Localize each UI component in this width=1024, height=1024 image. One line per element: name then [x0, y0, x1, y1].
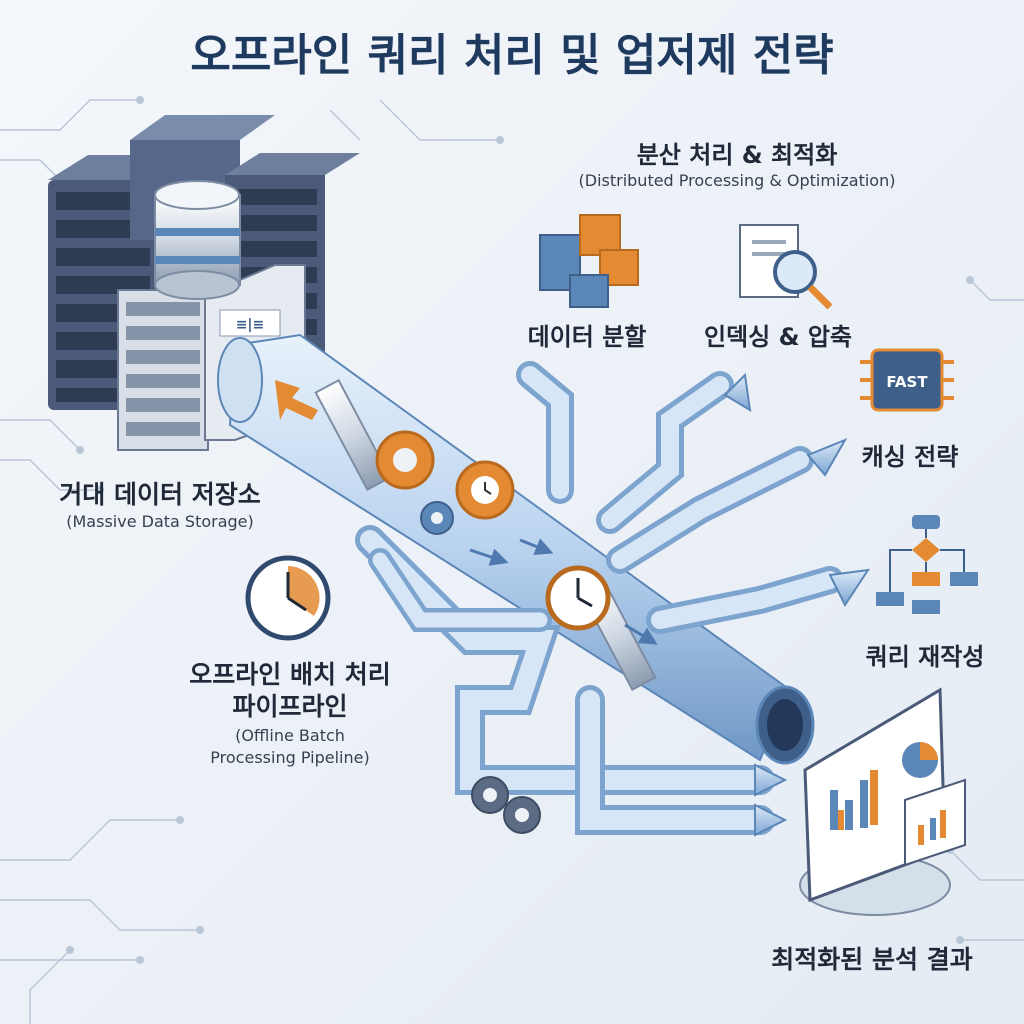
partition-label: 데이터 분할 — [528, 323, 647, 351]
storage-label: 거대 데이터 저장소 — [59, 480, 260, 509]
clock-icon — [245, 555, 611, 641]
flowchart-icon — [876, 515, 978, 614]
reuse-label: 쿼리 재작성 — [866, 643, 985, 671]
pipeline-sub-line1: (Offline Batch — [235, 726, 345, 745]
dashboard-icon — [799, 687, 966, 916]
database-icon — [154, 180, 241, 300]
pipeline-label-line2: 파이프라인 — [232, 692, 347, 721]
arrow-icon — [723, 372, 871, 837]
cube-blocks-icon — [539, 214, 639, 308]
svg-text:≡|≡: ≡|≡ — [236, 317, 265, 333]
caching-label: 캐싱 전략 — [862, 443, 959, 471]
distributed-sub: (Distributed Processing & Optimization) — [579, 171, 896, 190]
flow-arrows — [469, 538, 658, 645]
chip-icon — [860, 348, 954, 412]
pipeline-sub-line2: Processing Pipeline) — [210, 748, 369, 767]
secondary-pipes — [355, 361, 844, 835]
indexing-label: 인덱싱 & 압축 — [704, 323, 852, 351]
caching-chip-label: FAST — [886, 373, 928, 391]
page-title: 오프라인 쿼리 처리 및 업저제 전략 — [190, 30, 833, 81]
circuit-traces — [0, 99, 1024, 1024]
pipeline-label-line1: 오프라인 배치 처리 — [189, 660, 390, 689]
document-search-icon — [739, 224, 833, 310]
distributed-label: 분산 처리 & 최적화 — [637, 141, 838, 169]
gear-icon — [375, 430, 541, 834]
storage-sub: (Massive Data Storage) — [66, 512, 254, 531]
result-label: 최적화된 분석 결과 — [771, 945, 972, 974]
